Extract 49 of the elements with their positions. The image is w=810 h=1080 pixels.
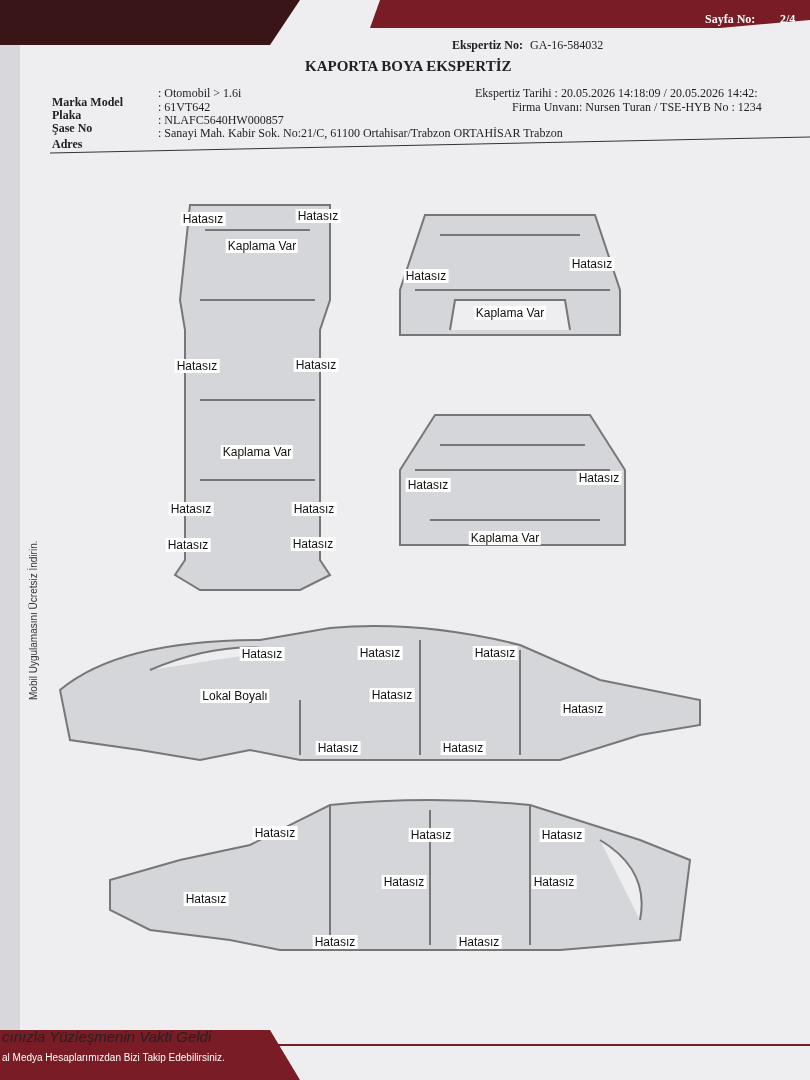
status-label: Hatasız [183, 892, 229, 906]
status-label: Hatasız [315, 741, 361, 755]
status-label: Hatasız [569, 257, 615, 271]
header-field-text: Sayfa No: [705, 12, 756, 27]
status-label: Hatasız [369, 688, 415, 702]
status-label: Hatasız [472, 646, 518, 660]
status-label: Hatasız [180, 212, 226, 226]
header-field-text: Şase No [52, 121, 93, 136]
header-field-text: Ekspertiz Tarihi : 20.05.2026 14:18:09 / 20.05.2026 14:42: [475, 86, 758, 101]
header-field-text: : Sanayi Mah. Kabir Sok. No:21/C, 61100 Ortahisar/Trabzon ORTAHİSAR Trabzon [158, 126, 563, 141]
header-field-text: : NLAFC5640HW000857 [158, 113, 284, 128]
status-label: Hatasız [408, 828, 454, 842]
status-label: Hatasız [456, 935, 502, 949]
status-label: Hatasız [252, 826, 298, 840]
status-label: Hatasız [381, 875, 427, 889]
header-field-text: : Otomobil > 1.6i [158, 86, 242, 101]
status-label: Lokal Boyalı [200, 689, 270, 703]
header-field-text: Ekspertiz No: [452, 38, 523, 53]
status-label: Hatasız [576, 471, 622, 485]
header-field-text: Plaka [52, 108, 82, 123]
status-label: Hatasız [560, 702, 606, 716]
side-note: Mobil Uygulamasını Ücretsiz İndirin. [28, 540, 39, 700]
status-label: Kaplama Var [220, 445, 294, 459]
report-title: KAPORTA BOYA EKSPERTİZ [305, 58, 512, 75]
status-label: Hatasız [405, 478, 451, 492]
header-field-text: : 61VT642 [158, 100, 211, 115]
status-label: Hatasız [290, 537, 336, 551]
status-label: Hatasız [531, 875, 577, 889]
status-label: Hatasız [239, 647, 285, 661]
status-label: Hatasız [295, 209, 341, 223]
status-label: Hatasız [293, 358, 339, 372]
header-field-text: Marka Model [52, 95, 123, 110]
status-label: Hatasız [440, 741, 486, 755]
slogan-text: cınızla Yüzleşmenin Vakti Geldi [2, 1028, 212, 1045]
status-label: Hatasız [168, 502, 214, 516]
status-label: Hatasız [174, 359, 220, 373]
status-label: Hatasız [539, 828, 585, 842]
status-label: Kaplama Var [468, 531, 542, 545]
header-field-text: Firma Unvanı: Nursen Turan / TSE-HYB No : 1234 [512, 100, 762, 115]
header-field-text: GA-16-584032 [530, 38, 604, 53]
status-label: Hatasız [291, 502, 337, 516]
status-label: Hatasız [312, 935, 358, 949]
status-label: Hatasız [357, 646, 403, 660]
footer-note: al Medya Hesaplarımızdan Bizi Takip Edebilirsiniz. [2, 1052, 225, 1063]
status-label: Hatasız [403, 269, 449, 283]
status-label: Kaplama Var [225, 239, 299, 253]
status-label: Hatasız [165, 538, 211, 552]
header-field-text: Adres [52, 137, 83, 152]
status-label: Kaplama Var [473, 306, 547, 320]
